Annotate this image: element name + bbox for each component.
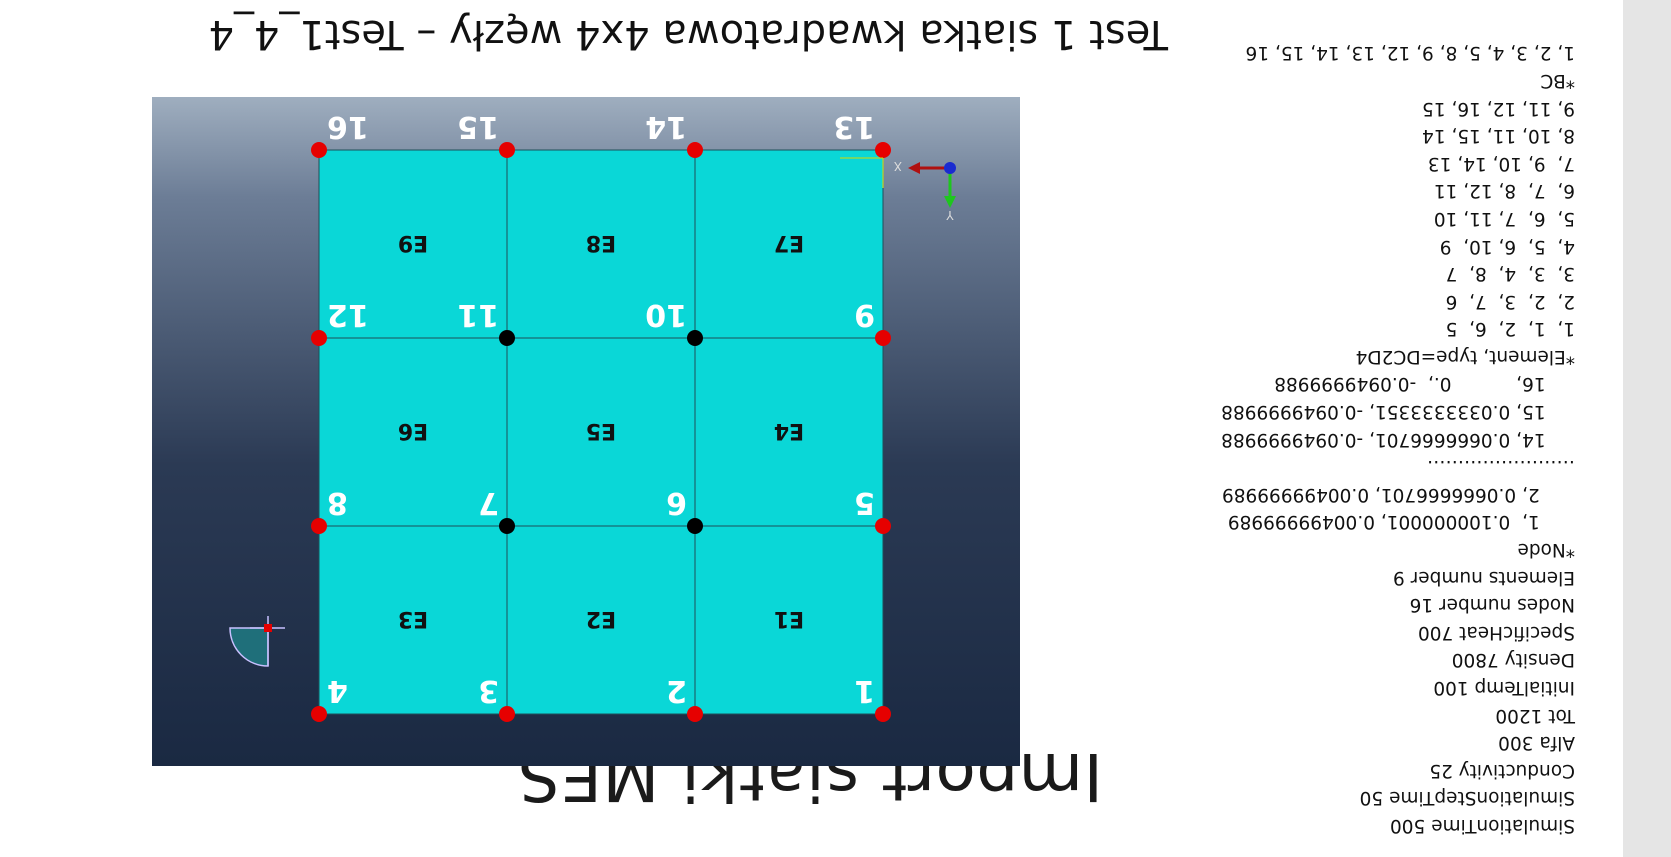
bc-node-marker — [687, 142, 703, 158]
bc-node-marker — [875, 518, 891, 534]
input-line: 14, 0.0666666701, -0.0949999988 — [1221, 428, 1575, 450]
element-face — [506, 337, 696, 527]
bc-node-marker — [875, 706, 891, 722]
input-line: 16, 0., -0.0949999988 — [1274, 373, 1575, 395]
input-line: 7, 9, 10, 14, 13 — [1427, 152, 1575, 174]
input-line: 2, 0.0666666701, 0.00499999989 — [1221, 483, 1575, 505]
node-label: 1 — [854, 673, 875, 708]
node-label: 3 — [478, 673, 499, 708]
input-line: SpecificHeat 700 — [1417, 621, 1575, 643]
y-axis-label: Y — [946, 208, 955, 222]
mesh-drawing: E1E2E3E4E5E6E7E8E91234567891011121314151… — [229, 109, 956, 722]
input-line: 15, 0.0333333351, -0.0949999988 — [1221, 401, 1575, 423]
inner-node-marker — [687, 518, 703, 534]
element-face — [694, 525, 884, 715]
inner-node-marker — [499, 330, 515, 346]
input-line: SimulationTime 500 — [1389, 815, 1575, 836]
element-face — [694, 337, 884, 527]
node-label: 13 — [833, 109, 875, 144]
element-face — [506, 525, 696, 715]
node-label: 2 — [666, 673, 687, 708]
x-axis-label: X — [894, 159, 902, 173]
element-label: E4 — [774, 418, 804, 443]
x-axis-arrowhead — [908, 162, 920, 174]
bc-node-marker — [311, 330, 327, 346]
element-face — [694, 149, 884, 339]
input-line: Alfa 300 — [1498, 732, 1575, 754]
input-line: *BC — [1540, 69, 1575, 91]
element-label: E1 — [774, 606, 804, 631]
input-file-listing: SimulationTime 500 SimulationStepTime 50… — [1221, 39, 1575, 839]
slide: Import siatki MES SimulationTime 500 Sim… — [0, 0, 1623, 857]
bc-node-marker — [875, 142, 891, 158]
input-line: *Element, type=DC2D4 — [1355, 345, 1575, 367]
node-label: 11 — [457, 297, 499, 332]
inner-node-marker — [687, 330, 703, 346]
input-line: …………………… — [1427, 456, 1575, 478]
node-label: 15 — [457, 109, 499, 144]
y-axis-arrowhead — [944, 196, 956, 208]
node-label: 4 — [327, 673, 348, 708]
node-label: 7 — [478, 485, 499, 520]
element-label: E3 — [398, 606, 428, 631]
bc-node-marker — [687, 706, 703, 722]
input-line: 6, 7, 8, 12, 11 — [1433, 180, 1575, 202]
slide-caption: Test 1 siatka kwadratowa 4x4 węzły – Tes… — [208, 11, 1168, 57]
input-line: 1, 0.100000001, 0.00499999989 — [1227, 511, 1575, 533]
input-line: 1, 2, 3, 4, 5, 8, 9, 12, 13, 14, 15, 16 — [1245, 42, 1575, 64]
node-label: 16 — [327, 109, 369, 144]
element-face — [506, 149, 696, 339]
view-orientation-widget — [229, 627, 269, 667]
node-label: 5 — [854, 485, 875, 520]
input-line: 2, 2, 3, 7, 6 — [1445, 290, 1575, 312]
input-line: 8, 10, 11, 15, 14 — [1422, 125, 1575, 147]
element-label: E7 — [774, 230, 804, 255]
element-face — [318, 337, 508, 527]
node-label: 12 — [327, 297, 369, 332]
input-line: 1, 1, 2, 6, 5 — [1445, 318, 1575, 340]
input-line: Density 7800 — [1451, 649, 1575, 671]
bc-node-marker — [499, 142, 515, 158]
input-line: 5, 6, 7, 11, 10 — [1433, 207, 1575, 229]
element-label: E9 — [398, 230, 428, 255]
element-label: E6 — [398, 418, 428, 443]
input-line: InitialTemp 100 — [1433, 677, 1575, 699]
input-line: 9, 11, 12, 16, 15 — [1422, 97, 1575, 119]
element-label: E5 — [586, 418, 616, 443]
element-label: E2 — [586, 606, 616, 631]
input-line: *Node — [1517, 539, 1575, 561]
element-label: E8 — [586, 230, 616, 255]
widget-marker — [264, 624, 272, 632]
node-label: 9 — [854, 297, 875, 332]
input-line: Conductivity 25 — [1429, 759, 1575, 781]
z-axis-marker — [944, 162, 956, 174]
node-label: 6 — [666, 485, 687, 520]
input-line: 3, 3, 4, 8, 7 — [1445, 263, 1575, 285]
element-face — [318, 149, 508, 339]
element-face — [318, 525, 508, 715]
input-line: Nodes number 16 — [1409, 594, 1575, 616]
bc-node-marker — [311, 142, 327, 158]
bc-node-marker — [311, 706, 327, 722]
input-line: SimulationStepTime 50 — [1359, 787, 1575, 809]
bc-node-marker — [311, 518, 327, 534]
node-label: 8 — [327, 485, 348, 520]
bc-node-marker — [875, 330, 891, 346]
input-line: 4, 5, 6, 10, 9 — [1439, 235, 1575, 257]
inner-node-marker — [499, 518, 515, 534]
node-label: 14 — [645, 109, 687, 144]
input-line: Tot 1200 — [1495, 704, 1575, 726]
node-label: 10 — [645, 297, 687, 332]
input-line: Elements number 9 — [1393, 566, 1575, 588]
bc-node-marker — [499, 706, 515, 722]
